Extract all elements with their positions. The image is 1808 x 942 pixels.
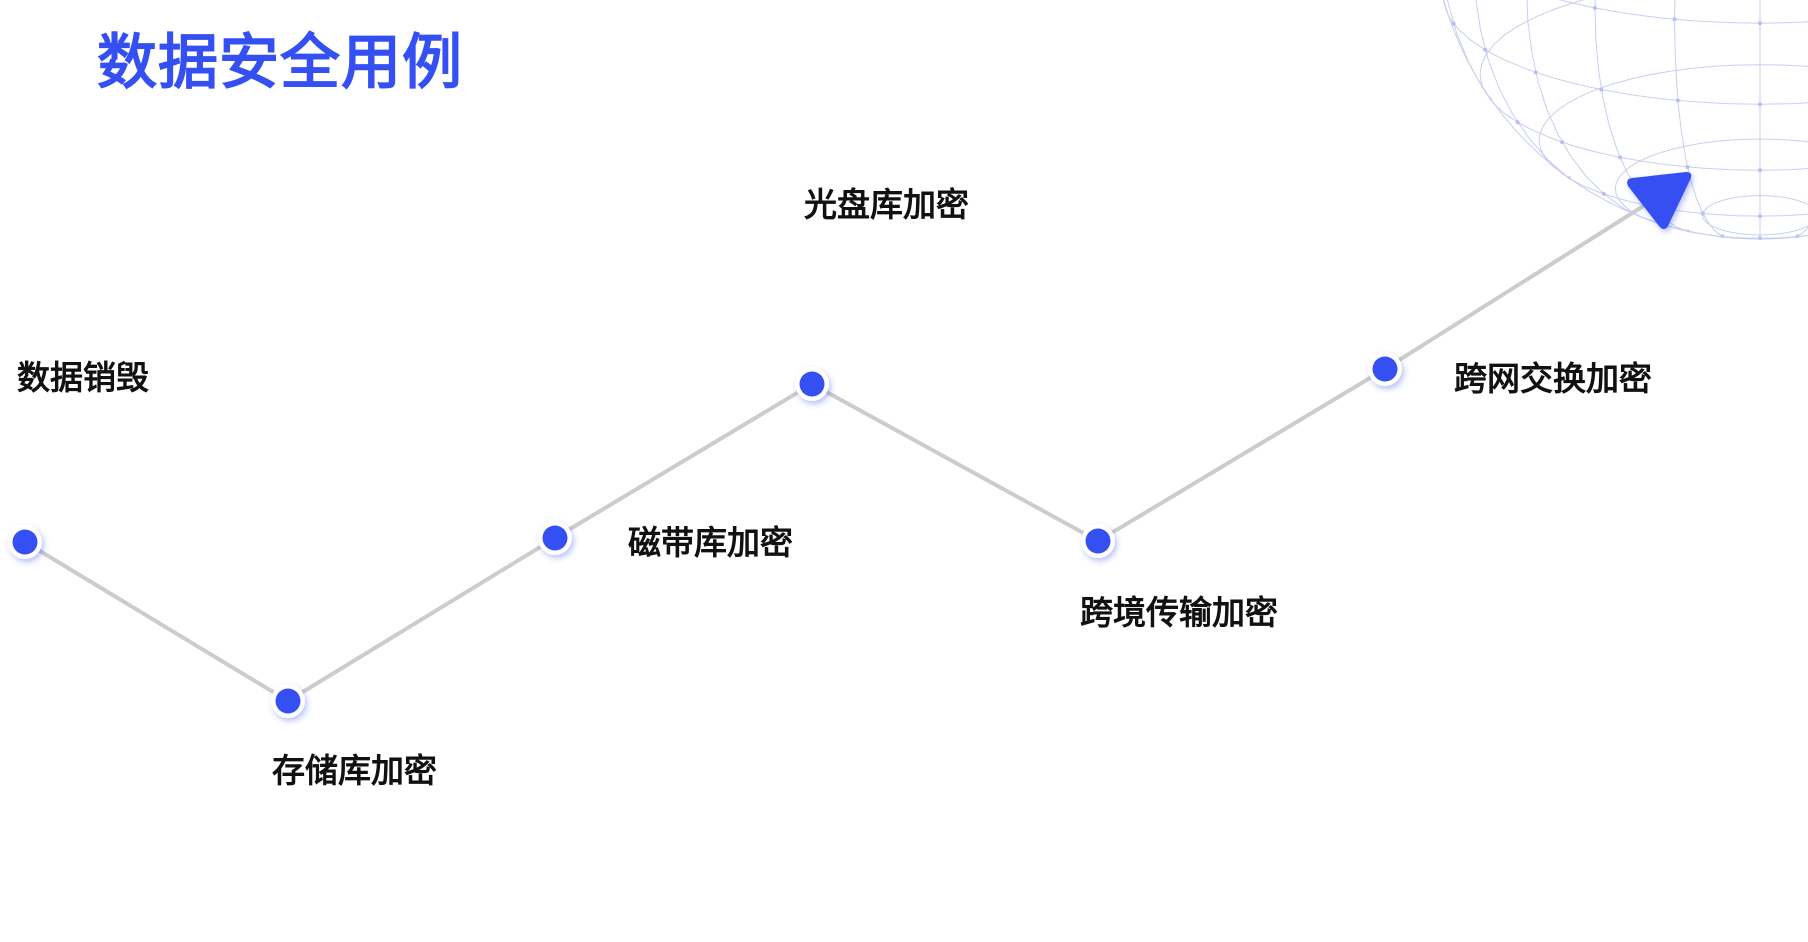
step-label-data-destruction: 数据销毁 [17, 358, 149, 397]
step-label-storage-encryption: 存储库加密 [272, 751, 437, 790]
step-label-tape-encryption: 磁带库加密 [628, 523, 793, 562]
step-node-4 [1081, 524, 1115, 558]
globe-decoration [1430, 0, 1808, 240]
step-node-5 [1368, 352, 1402, 386]
step-label-cross-network-encryption: 跨网交换加密 [1454, 359, 1652, 398]
step-node-2 [538, 521, 572, 555]
step-node-0 [8, 525, 42, 559]
step-node-3 [795, 367, 829, 401]
step-label-cross-border-encryption: 跨境传输加密 [1080, 593, 1278, 632]
timeline-path [23, 203, 1647, 704]
page-title: 数据安全用例 [97, 28, 463, 98]
step-label-optical-encryption: 光盘库加密 [804, 185, 969, 224]
step-node-1 [271, 684, 305, 718]
arrow-head-icon [1627, 172, 1692, 229]
